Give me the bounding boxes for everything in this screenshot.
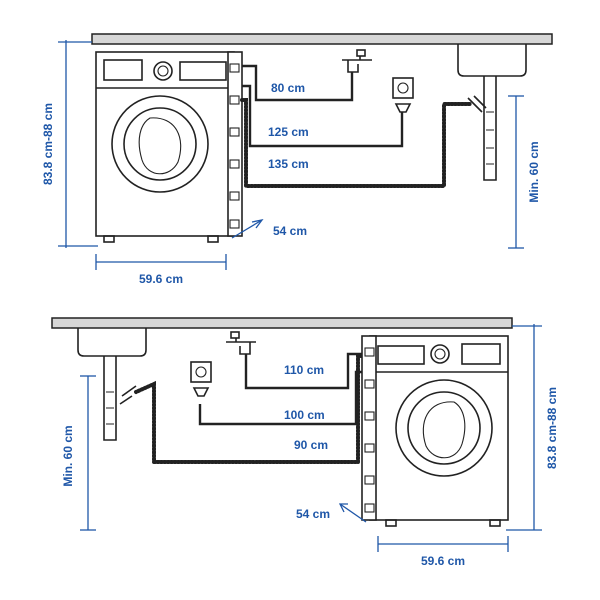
power-cord-length: 125 cm <box>268 125 309 139</box>
top-installation-view: 83.8 cm-88 cm Min. 60 cm 80 cm 125 cm 13… <box>41 33 553 286</box>
detergent-drawer <box>461 343 501 365</box>
power-socket-icon <box>190 361 212 397</box>
water-tap-icon <box>342 49 372 73</box>
drain-hose <box>134 354 364 464</box>
countertop <box>91 33 553 45</box>
machine-door <box>111 95 209 193</box>
depth-dimension: 54 cm <box>296 503 367 523</box>
height-dimension: 83.8 cm-88 cm <box>506 324 559 531</box>
water-inlet-hose <box>244 352 364 390</box>
machine-door <box>395 379 493 477</box>
drain-hose-length: 135 cm <box>268 157 309 171</box>
control-display <box>179 61 227 81</box>
washing-machine <box>361 335 509 527</box>
power-cord <box>198 370 364 426</box>
control-display <box>377 345 425 365</box>
min-height-dimension: Min. 60 cm <box>508 95 541 249</box>
detergent-drawer <box>103 59 143 81</box>
height-label: 83.8 cm-88 cm <box>41 103 55 185</box>
power-socket-icon <box>392 77 414 113</box>
countertop <box>51 317 513 329</box>
min-height-dimension: Min. 60 cm <box>61 375 96 531</box>
program-knob <box>430 344 450 364</box>
width-dimension: 59.6 cm <box>377 536 509 568</box>
depth-dimension: 54 cm <box>231 219 307 239</box>
drain-hose-length: 90 cm <box>294 438 328 452</box>
depth-label: 54 cm <box>273 224 307 238</box>
water-tap-icon <box>226 331 256 355</box>
min-height-label: Min. 60 cm <box>61 425 75 486</box>
width-label: 59.6 cm <box>139 272 183 286</box>
height-label: 83.8 cm-88 cm <box>545 387 559 469</box>
washing-machine <box>95 51 243 243</box>
height-dimension: 83.8 cm-88 cm <box>41 40 98 248</box>
power-cord-length: 100 cm <box>284 408 325 422</box>
min-height-label: Min. 60 cm <box>527 141 541 202</box>
water-inlet-hose <box>242 64 354 102</box>
bottom-installation-view: Min. 60 cm 83.8 cm-88 cm 110 cm 100 cm 9… <box>51 317 559 568</box>
program-knob <box>153 61 173 81</box>
width-label: 59.6 cm <box>421 554 465 568</box>
width-dimension: 59.6 cm <box>95 254 227 286</box>
drain-hose <box>240 98 472 188</box>
sink <box>457 44 527 181</box>
water-hose-length: 80 cm <box>271 81 305 95</box>
power-cord <box>242 84 404 148</box>
depth-label: 54 cm <box>296 507 330 521</box>
water-hose-length: 110 cm <box>284 363 324 377</box>
drain-hook-icon <box>119 385 137 405</box>
sink <box>77 328 147 441</box>
